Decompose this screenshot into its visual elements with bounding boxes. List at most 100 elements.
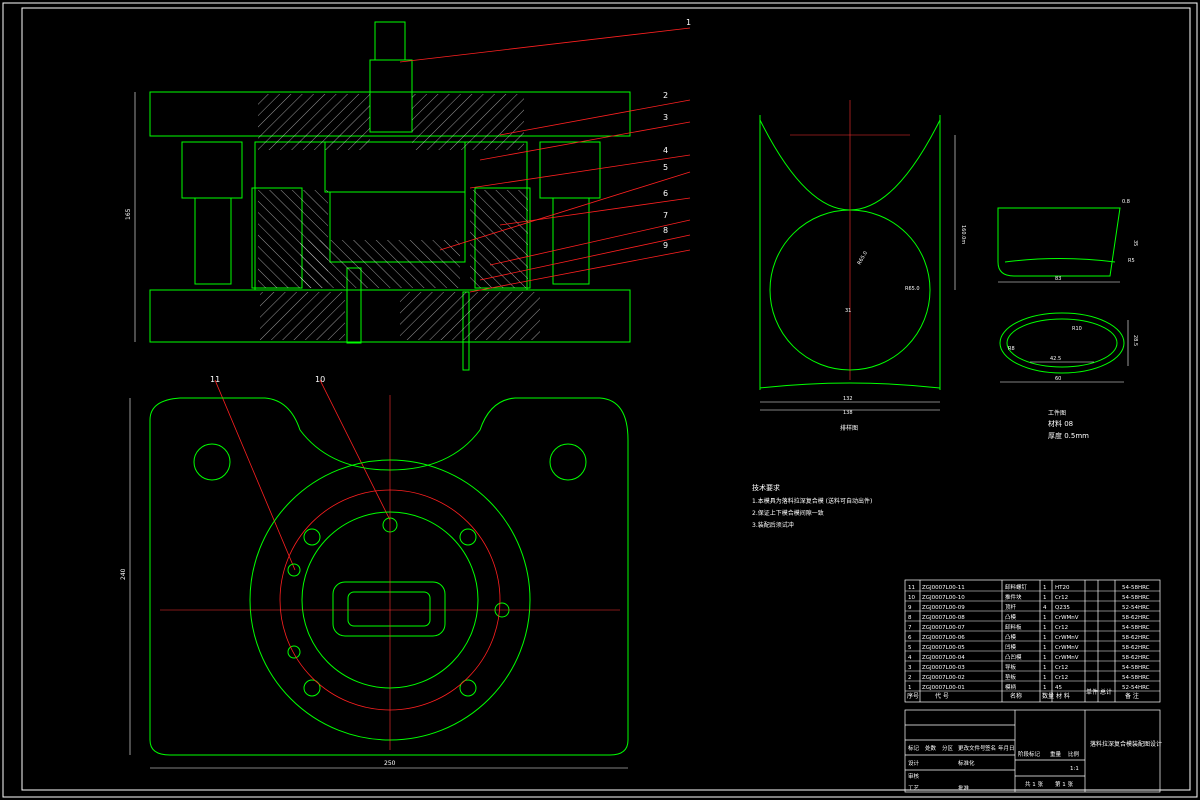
title-label-doc: 更改文件号 [958, 744, 986, 752]
bom-cell-mat: Q235 [1055, 605, 1070, 611]
bom-cell-qty: 1 [1043, 585, 1047, 591]
plan-view [149, 397, 629, 756]
bom-cell-qty: 1 [1043, 665, 1047, 671]
blank-dimensions [760, 135, 956, 411]
plan-height-dim: 240 [120, 568, 127, 580]
tech-req-item-1: 1.本模具为落料拉深复合模 (送料可自动出件) [752, 497, 872, 505]
bom-cell-code: ZGJ0007L00-01 [922, 685, 965, 691]
assembly-section-view [149, 21, 631, 371]
title-label-process: 工艺 [908, 785, 920, 792]
part-h2-dim: 28.5 [1132, 335, 1138, 346]
part-r2-dim: R10 [1072, 326, 1082, 332]
title-label-sign: 签名 [985, 744, 996, 752]
part-w2-dim: 60 [1055, 376, 1061, 382]
part-dimensions [998, 281, 1129, 383]
blank-label: 排样图 [840, 424, 858, 432]
blank-height-dim: 160.0m [960, 225, 966, 244]
title-label-design: 设计 [908, 759, 920, 767]
bom-cell-mat: Cr12 [1055, 665, 1068, 671]
bom-cell-qty: 1 [1043, 615, 1047, 621]
title-label-zone: 分区 [942, 744, 954, 752]
title-label-std: 标准化 [958, 759, 975, 767]
bom-cell-qty: 1 [1043, 595, 1047, 601]
balloon-11: 11 [210, 375, 220, 384]
balloon-8: 8 [663, 226, 668, 235]
bom-cell-qty: 1 [1043, 635, 1047, 641]
bom-header-qty: 数量 [1042, 692, 1054, 700]
bom-cell-name: 凸模 [1005, 633, 1017, 641]
bom-cell-mat: Cr12 [1055, 595, 1068, 601]
bom-cell-qty: 1 [1043, 675, 1047, 681]
part-view [997, 207, 1125, 374]
bom-header-unit1: 单件 [1086, 688, 1098, 696]
part-t-dim: 0.8 [1122, 199, 1130, 205]
title-scale: 1:1 [1070, 766, 1079, 772]
bom-cell-name: 顶杆 [1005, 603, 1017, 611]
bom-header-mat: 材 料 [1056, 692, 1070, 700]
tech-req-item-3: 3.装配后须试冲 [752, 521, 794, 529]
bom-cell-name: 垫板 [1005, 673, 1017, 681]
section-hatching [258, 94, 540, 340]
bom-cell-mat: CrWMnV [1055, 655, 1079, 661]
bom-cell-code: ZGJ0007L00-09 [922, 605, 965, 611]
part-w-dim: 83 [1055, 276, 1061, 282]
title-block: 标记 处数 分区 更改文件号 签名 年月日 设计 标准化 审核 工艺 批准 阶段… [908, 744, 1080, 792]
bom-cell-qty: 1 [1043, 645, 1047, 651]
bom-cell-mat: HT20 [1055, 585, 1070, 591]
title-sheet-a: 共 1 张 [1025, 780, 1043, 788]
plan-dimensions [129, 398, 628, 769]
inner-frame [21, 7, 1191, 791]
title-label-date: 年月日 [998, 744, 1015, 752]
blank-w1-dim: 132 [843, 396, 853, 402]
bom-header-unit2: 总计 [1100, 688, 1112, 696]
part-h-dim: 35 [1132, 240, 1138, 246]
bom-cell-name: 凸凹模 [1005, 653, 1022, 661]
bom-cell-mat: CrWMnV [1055, 635, 1079, 641]
bom-cell-name: 卸料板 [1005, 623, 1022, 631]
balloon-7: 7 [663, 211, 668, 220]
title-label-weight: 重量 [1050, 750, 1062, 758]
bom-header-note: 备 注 [1125, 692, 1139, 700]
bom-cell-code: ZGJ0007L00-03 [922, 665, 965, 671]
title-label-count: 处数 [925, 744, 937, 752]
blank-r2-dim: R65.0 [905, 286, 920, 292]
assembly-height-dim: 165 [125, 208, 132, 220]
bom-cell-name: 卸料螺钉 [1005, 583, 1028, 591]
part-r3-dim: R8 [1008, 346, 1015, 352]
balloon-9: 9 [663, 241, 668, 250]
balloon-leaders [214, 27, 691, 571]
bom-cell-mat: CrWMnV [1055, 645, 1079, 651]
bom-cell-code: ZGJ0007L00-10 [922, 595, 965, 601]
bom-cell-code: ZGJ0007L00-11 [922, 585, 965, 591]
bom-cell-no: 7 [908, 625, 912, 631]
bom-cell-no: 11 [908, 585, 915, 591]
bom-cell-mat: CrWMnV [1055, 615, 1079, 621]
bom-cell-name: 导板 [1005, 663, 1017, 671]
balloon-2: 2 [663, 91, 668, 100]
bom-header-code: 代 号 [935, 692, 949, 700]
plan-centerlines [160, 395, 620, 750]
bom-cell-name: 推件块 [1005, 593, 1022, 601]
bom-cell-no: 9 [908, 605, 912, 611]
bom-cell-note: 54-58HRC [1122, 585, 1150, 591]
balloon-1: 1 [686, 18, 691, 27]
bom-cell-code: ZGJ0007L00-05 [922, 645, 965, 651]
bom-cell-note: 58-62HRC [1122, 615, 1150, 621]
bom-cell-no: 3 [908, 665, 912, 671]
part-material: 材料 08 [1048, 419, 1073, 428]
title-label-mark: 标记 [908, 744, 920, 752]
blank-centerlines [790, 100, 910, 380]
balloon-10: 10 [315, 375, 325, 384]
bom-cell-mat: Cr12 [1055, 625, 1068, 631]
balloon-5: 5 [663, 163, 668, 172]
bom-cell-name: 凸模 [1005, 613, 1017, 621]
title-label-stage: 阶段标记 [1018, 750, 1041, 758]
balloon-4: 4 [663, 146, 668, 155]
part-r-dim: R5 [1128, 258, 1135, 264]
bom-cell-no: 10 [908, 595, 915, 601]
tech-req-title: 技术要求 [752, 483, 780, 492]
bom-cell-note: 52-54HRC [1122, 685, 1150, 691]
bom-cell-mat: 45 [1055, 685, 1062, 691]
balloon-3: 3 [663, 113, 668, 122]
